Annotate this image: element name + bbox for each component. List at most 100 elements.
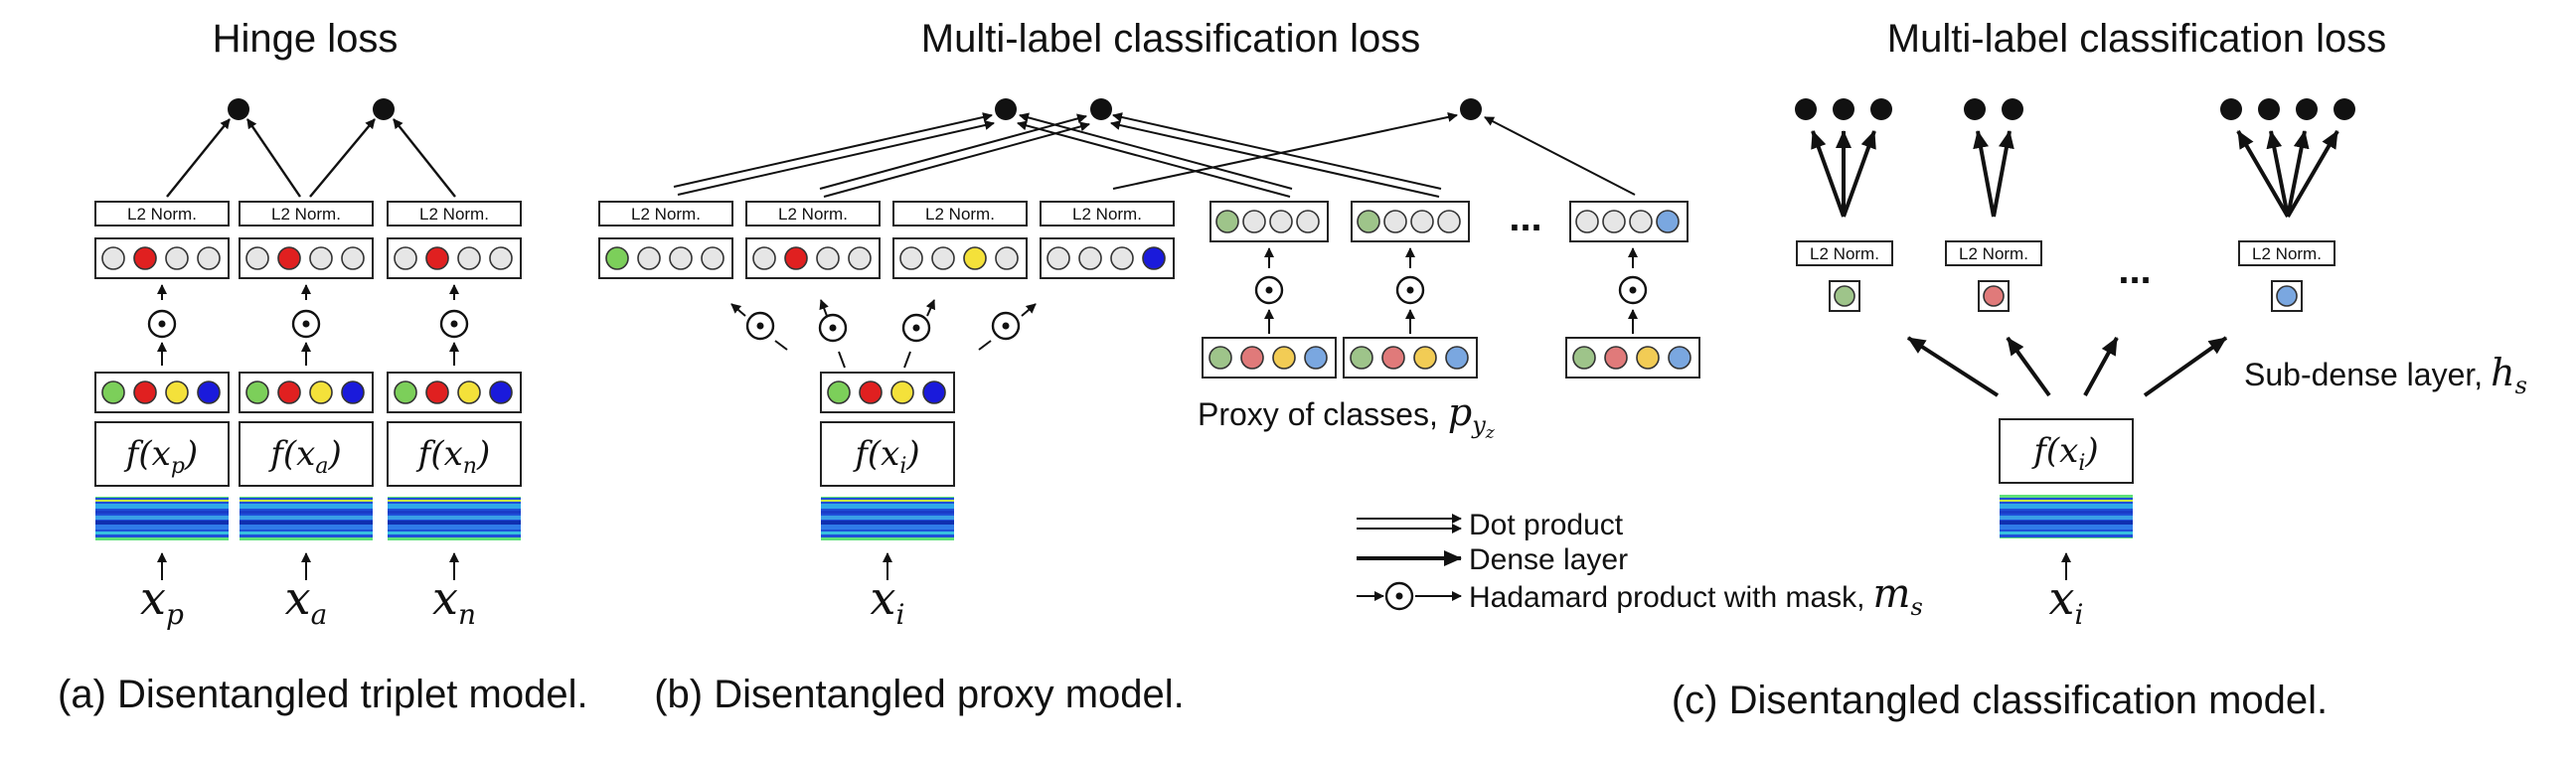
panel-b-caption: (b) Disentangled proxy model. <box>654 673 1185 716</box>
subdense-unit-1: L2 Norm. <box>1796 240 1893 312</box>
embedding-unit <box>341 246 365 270</box>
hadamard-icon <box>901 313 931 343</box>
input-variable: xi <box>2049 571 2084 631</box>
encoder-label: f(xi) <box>852 434 919 479</box>
embedding-unit <box>309 246 333 270</box>
encoder-label: f(xi) <box>2030 431 2098 476</box>
panel-b: Multi-label classification loss L2 Norm. <box>598 17 1700 716</box>
proxy-2 <box>1343 201 1478 379</box>
l2-norm-box <box>1796 240 1893 266</box>
legend-label: Dot product <box>1469 509 1624 541</box>
output-nodes-n <box>2220 98 2355 120</box>
hadamard-fan <box>730 299 1037 369</box>
embedding-unit <box>931 246 955 270</box>
masked-embedding-4: L2 Norm. <box>1040 201 1175 279</box>
ellipsis: ... <box>2118 248 2151 292</box>
spectrogram-image <box>388 497 521 540</box>
triplet-branch-anchor: L2 Norm. f(xa) xa <box>239 201 374 631</box>
embedding-unit <box>457 246 481 270</box>
embedding-unit <box>669 246 693 270</box>
spectrogram-image <box>240 497 373 540</box>
legend-label: Hadamard product with mask,ms <box>1469 571 1923 621</box>
feature-unit <box>457 380 481 404</box>
hadamard-icon <box>991 311 1021 341</box>
l2-norm-box <box>1945 240 2042 266</box>
encoder-box <box>239 421 374 487</box>
spectrogram-image <box>95 497 229 540</box>
feature-unit <box>425 380 449 404</box>
embedding-unit <box>1046 246 1070 270</box>
input-variable: xn <box>432 571 476 631</box>
subdense-label: Sub-dense layer,hs <box>2244 351 2527 399</box>
encoder-box <box>387 421 522 487</box>
feature-unit <box>890 380 914 404</box>
legend-dense-layer: Dense layer <box>1357 543 1628 576</box>
embedding-unit <box>784 246 808 270</box>
proxy-1 <box>1202 201 1337 379</box>
l2-norm-box <box>239 201 374 227</box>
triplet-branch-negative: L2 Norm. f(xn) xn <box>387 201 522 631</box>
panel-c-title: Multi-label classification loss <box>1887 17 2386 61</box>
encoder-label: f(xp) <box>123 434 198 479</box>
panel-a-caption: (a) Disentangled triplet model. <box>58 673 588 716</box>
l2-norm-box <box>598 201 733 227</box>
embedding-unit <box>701 246 724 270</box>
encoder-box <box>820 421 955 487</box>
embedding-unit <box>752 246 776 270</box>
l2-norm-label: L2 Norm. <box>271 205 341 224</box>
input-variable: xi <box>871 571 905 631</box>
feature-unit <box>489 380 513 404</box>
embedding-unit <box>848 246 872 270</box>
embedding-unit <box>197 246 221 270</box>
encoder-label: f(xa) <box>267 434 341 479</box>
embedding-unit <box>133 246 157 270</box>
panel-b-title: Multi-label classification loss <box>921 17 1420 61</box>
l2-norm-label: L2 Norm. <box>631 205 701 224</box>
embedding-unit <box>101 246 125 270</box>
panel-a: Hinge loss L2 Norm. <box>58 17 588 716</box>
embedding-unit <box>277 246 301 270</box>
output-nodes-1 <box>1795 98 1892 120</box>
feature-unit <box>394 380 417 404</box>
subdense-unit-n: L2 Norm. <box>2238 240 2335 312</box>
embedding-unit <box>1142 246 1166 270</box>
embedding-unit <box>816 246 840 270</box>
embedding-unit <box>605 246 629 270</box>
subdense-unit-2: L2 Norm. <box>1945 240 2042 312</box>
l2-norm-label: L2 Norm. <box>2252 244 2322 263</box>
loss-node <box>228 98 249 120</box>
feature-unit <box>133 380 157 404</box>
embedding-unit <box>963 246 987 270</box>
dense-input-arrows <box>1906 336 2228 397</box>
legend: Dot product Dense layer Hadamard product… <box>1357 509 1923 621</box>
output-nodes-2 <box>1964 98 2023 120</box>
l2-norm-label: L2 Norm. <box>1072 205 1142 224</box>
feature-unit <box>245 380 269 404</box>
spectrogram-image <box>2000 495 2133 538</box>
embedding-unit <box>995 246 1019 270</box>
embedding-unit <box>489 246 513 270</box>
feature-unit <box>277 380 301 404</box>
loss-node <box>1460 98 1482 120</box>
masked-embedding-1: L2 Norm. <box>598 201 733 279</box>
l2-norm-box <box>745 201 881 227</box>
embedding-unit <box>425 246 449 270</box>
feature-unit <box>859 380 883 404</box>
legend-dot-product: Dot product <box>1357 509 1624 541</box>
l2-norm-label: L2 Norm. <box>127 205 197 224</box>
hadamard-icon <box>818 313 848 343</box>
input-variable: xa <box>285 571 328 631</box>
embedding-unit <box>1078 246 1102 270</box>
panel-a-title: Hinge loss <box>213 17 399 61</box>
l2-norm-box <box>387 201 522 227</box>
dense-output-arrows <box>1811 129 2339 219</box>
feature-unit <box>827 380 851 404</box>
input-variable: xp <box>140 571 184 631</box>
legend-label: Dense layer <box>1469 543 1628 576</box>
l2-norm-label: L2 Norm. <box>925 205 995 224</box>
l2-norm-label: L2 Norm. <box>1959 244 2028 263</box>
encoder-box <box>94 421 230 487</box>
ellipsis: ... <box>1509 196 1541 239</box>
encoder-label: f(xn) <box>415 434 490 479</box>
